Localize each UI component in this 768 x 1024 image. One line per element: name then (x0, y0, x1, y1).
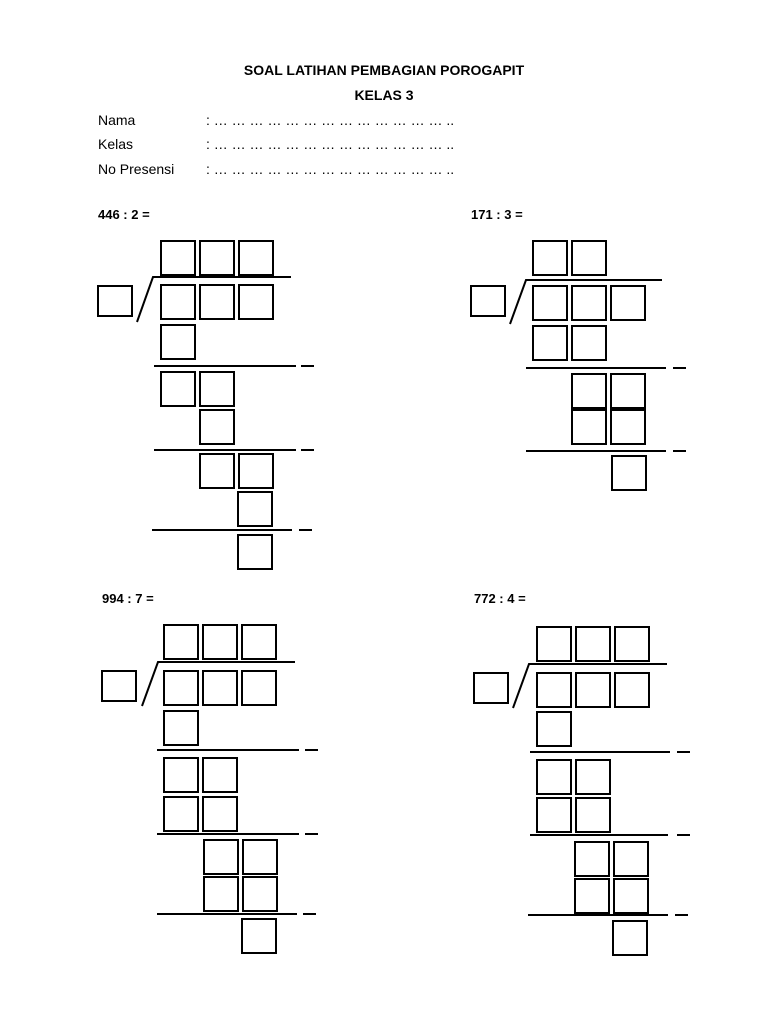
work-box (242, 876, 278, 912)
work-box (610, 409, 646, 445)
dividend-box (571, 285, 607, 321)
work-box (611, 455, 647, 491)
dividend-box (160, 284, 196, 320)
work-box (571, 373, 607, 409)
quotient-box (199, 240, 235, 276)
name-blank: : … … … … … … … … … … … … … .. (206, 112, 455, 128)
work-box (238, 453, 274, 489)
work-box (202, 757, 238, 793)
attendance-number-label: No Presensi (98, 161, 175, 177)
division-bracket (136, 276, 291, 323)
work-box (199, 409, 235, 445)
division-bracket (512, 663, 667, 709)
worksheet-grade: KELAS 3 (354, 87, 414, 103)
quotient-box (160, 240, 196, 276)
quotient-box (614, 626, 650, 662)
work-box (203, 876, 239, 912)
quotient-box (202, 624, 238, 660)
work-box (160, 371, 196, 407)
work-box (575, 797, 611, 833)
work-box (199, 371, 235, 407)
dividend-box (163, 670, 199, 706)
quotient-box (163, 624, 199, 660)
work-box (610, 373, 646, 409)
work-box (571, 409, 607, 445)
name-label: Nama (98, 112, 136, 128)
attendance-number-blank: : … … … … … … … … … … … … … .. (206, 161, 455, 177)
division-bracket (509, 279, 662, 325)
problem-4-label: 772 : 4 = (474, 591, 526, 606)
quotient-box (238, 240, 274, 276)
work-box (612, 920, 648, 956)
divisor-box (97, 285, 133, 317)
divisor-box (101, 670, 137, 702)
dividend-box (610, 285, 646, 321)
divisor-box (470, 285, 506, 317)
work-box (613, 878, 649, 914)
work-box (163, 710, 199, 746)
work-box (242, 839, 278, 875)
work-box (571, 325, 607, 361)
dividend-box (241, 670, 277, 706)
work-box (532, 325, 568, 361)
work-box (163, 796, 199, 832)
work-box (536, 759, 572, 795)
class-label: Kelas (98, 136, 134, 152)
work-box (237, 534, 273, 570)
class-blank: : … … … … … … … … … … … … … .. (206, 136, 455, 152)
work-box (202, 796, 238, 832)
work-box (574, 841, 610, 877)
divisor-box (473, 672, 509, 704)
work-box (163, 757, 199, 793)
quotient-box (571, 240, 607, 276)
dividend-box (238, 284, 274, 320)
quotient-box (536, 626, 572, 662)
work-box (574, 878, 610, 914)
problem-2-label: 171 : 3 = (471, 207, 523, 222)
problem-1-label: 446 : 2 = (98, 207, 150, 222)
quotient-box (532, 240, 568, 276)
dividend-box (536, 672, 572, 708)
dividend-box (614, 672, 650, 708)
division-bracket (141, 661, 295, 707)
problem-3-label: 994 : 7 = (102, 591, 154, 606)
quotient-box (241, 624, 277, 660)
work-box (160, 324, 196, 360)
worksheet-title: SOAL LATIHAN PEMBAGIAN POROGAPIT (243, 62, 525, 78)
work-box (536, 711, 572, 747)
work-box (237, 491, 273, 527)
work-box (199, 453, 235, 489)
dividend-box (532, 285, 568, 321)
dividend-box (199, 284, 235, 320)
dividend-box (202, 670, 238, 706)
work-box (203, 839, 239, 875)
work-box (575, 759, 611, 795)
work-box (241, 918, 277, 954)
dividend-box (575, 672, 611, 708)
work-box (613, 841, 649, 877)
quotient-box (575, 626, 611, 662)
work-box (536, 797, 572, 833)
